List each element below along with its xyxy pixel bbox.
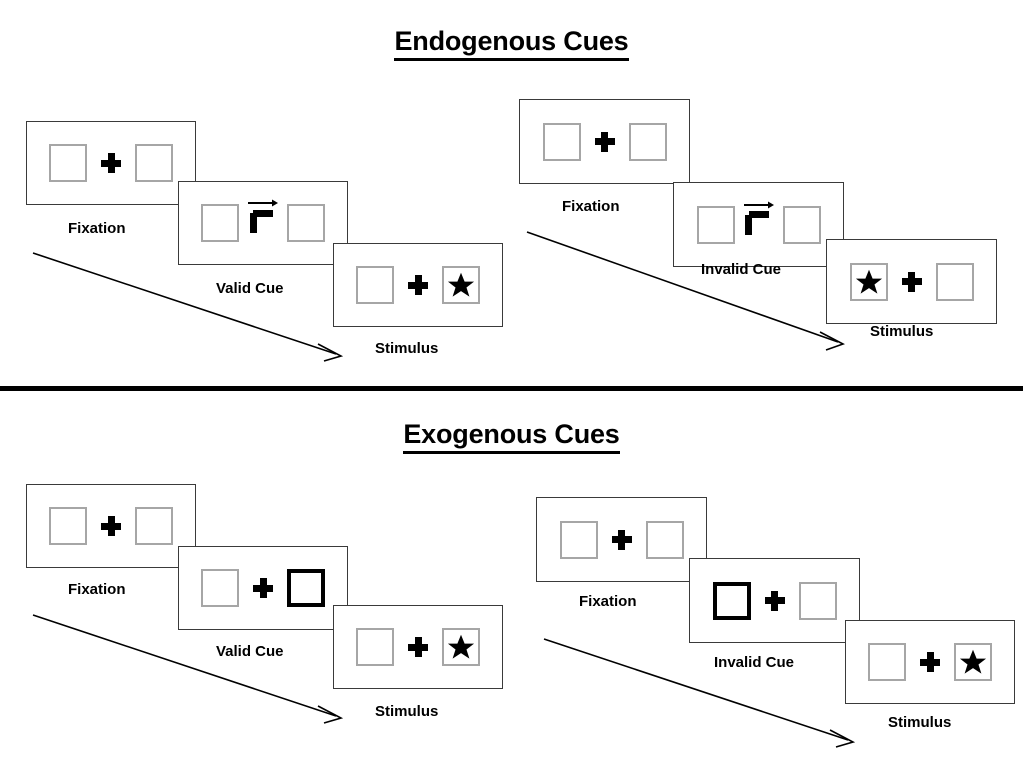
placeholder-box-right [645, 520, 684, 559]
plus-cross-icon [408, 637, 428, 657]
placeholder-box-right-target [442, 266, 480, 304]
panel-exogenous-invalid-cue [689, 558, 860, 643]
placeholder-box-right [798, 581, 837, 620]
panel-endogenous-valid-stimulus [333, 243, 503, 327]
star-icon [447, 634, 475, 659]
plus-cross-icon [920, 652, 940, 672]
time-flow-arrow-icon [32, 252, 344, 362]
panel-endogenous-valid-fixation [26, 121, 196, 205]
section-divider [0, 386, 1023, 391]
placeholder-box-left [201, 569, 239, 607]
caption-endogenous-valid-fixation: Fixation [68, 220, 126, 237]
cue-highlight-box-left [712, 581, 751, 620]
arrow-right-icon [743, 201, 774, 208]
placeholder-box-right [935, 262, 974, 301]
placeholder-box-left [696, 205, 735, 244]
caption-exogenous-valid-fixation: Fixation [68, 581, 126, 598]
plus-cross-icon [594, 131, 615, 152]
star-icon [447, 272, 475, 297]
panel-exogenous-invalid-stimulus [845, 620, 1015, 704]
panel-row [356, 266, 480, 304]
caption-exogenous-valid-stimulus: Stimulus [375, 703, 439, 720]
plus-cross-icon [901, 271, 922, 292]
caption-endogenous-invalid-cue: Invalid Cue [701, 261, 782, 278]
panel-row [696, 201, 821, 244]
caption-exogenous-invalid-stimulus: Stimulus [888, 714, 952, 731]
panel-row [356, 628, 480, 666]
caption-endogenous-valid-cue: Valid Cue [216, 280, 284, 297]
panel-exogenous-valid-stimulus [333, 605, 503, 689]
placeholder-box-left [49, 144, 87, 182]
plus-cross-icon [408, 275, 428, 295]
section-title-endogenous: Endogenous Cues [0, 26, 1023, 61]
panel-row [201, 569, 325, 607]
section-title-exogenous: Exogenous Cues [0, 419, 1023, 454]
panel-exogenous-valid-cue [178, 546, 348, 630]
placeholder-box-left [49, 507, 87, 545]
plus-cross-icon [764, 590, 785, 611]
caption-endogenous-invalid-fixation: Fixation [562, 198, 620, 215]
placeholder-box-right [135, 507, 173, 545]
placeholder-box-left [201, 204, 239, 242]
placeholder-box-right [782, 205, 821, 244]
panel-row [49, 507, 173, 545]
plus-cross-icon [253, 578, 273, 598]
panel-row [49, 144, 173, 182]
placeholder-box-left [356, 628, 394, 666]
placeholder-box-left [356, 266, 394, 304]
placeholder-box-left [868, 643, 906, 681]
cue-center-cluster [743, 201, 774, 235]
caption-endogenous-invalid-stimulus: Stimulus [870, 323, 934, 340]
star-icon [855, 269, 882, 294]
placeholder-box-left [542, 122, 581, 161]
panel-row [849, 262, 974, 301]
plus-cross-icon [101, 153, 121, 173]
panel-exogenous-invalid-fixation [536, 497, 707, 582]
placeholder-box-left-target [849, 262, 888, 301]
section-title-endogenous-text: Endogenous Cues [394, 26, 629, 61]
panel-row [201, 199, 325, 242]
panel-row [542, 122, 667, 161]
panel-endogenous-invalid-stimulus [826, 239, 997, 324]
placeholder-box-left [559, 520, 598, 559]
plus-cross-icon [611, 529, 632, 550]
panel-exogenous-valid-fixation [26, 484, 196, 568]
time-flow-arrow-icon [543, 638, 856, 748]
star-icon [959, 649, 987, 674]
panel-endogenous-valid-cue [178, 181, 348, 265]
arrow-right-icon [248, 199, 278, 207]
plus-cross-icon [101, 516, 121, 536]
caption-exogenous-invalid-cue: Invalid Cue [714, 654, 795, 671]
panel-endogenous-invalid-cue [673, 182, 844, 267]
placeholder-box-right-target [954, 643, 992, 681]
panel-row [559, 520, 684, 559]
placeholder-box-right [135, 144, 173, 182]
cue-center-cluster [248, 199, 278, 233]
caption-exogenous-valid-cue: Valid Cue [216, 643, 284, 660]
cue-highlight-box-right [287, 569, 325, 607]
placeholder-box-right [628, 122, 667, 161]
caption-exogenous-invalid-fixation: Fixation [579, 593, 637, 610]
placeholder-box-right [287, 204, 325, 242]
section-title-exogenous-text: Exogenous Cues [403, 419, 620, 454]
panel-endogenous-invalid-fixation [519, 99, 690, 184]
placeholder-box-right-target [442, 628, 480, 666]
caption-endogenous-valid-stimulus: Stimulus [375, 340, 439, 357]
panel-row [868, 643, 992, 681]
panel-row [712, 581, 837, 620]
